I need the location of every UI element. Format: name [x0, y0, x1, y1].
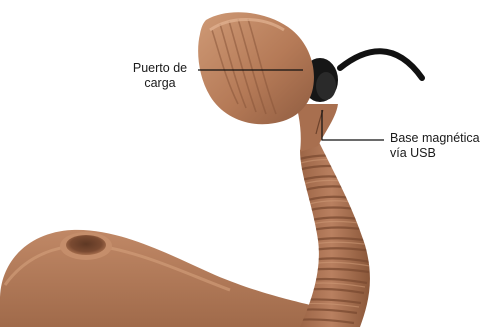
- charging-port-label: Puerto de carga: [124, 61, 196, 91]
- suction-opening: [60, 232, 112, 260]
- magnetic-base-label: Base magnética vía USB: [390, 131, 480, 161]
- device-head: [198, 12, 314, 124]
- charging-port-label-line2: carga: [124, 76, 196, 91]
- usb-cable: [340, 51, 422, 78]
- base-body: [0, 230, 310, 327]
- ribbed-stem: [296, 140, 372, 327]
- magnetic-base-label-line1: Base magnética: [390, 131, 480, 146]
- charging-port-label-line1: Puerto de: [124, 61, 196, 76]
- magnetic-base-label-line2: vía USB: [390, 146, 480, 161]
